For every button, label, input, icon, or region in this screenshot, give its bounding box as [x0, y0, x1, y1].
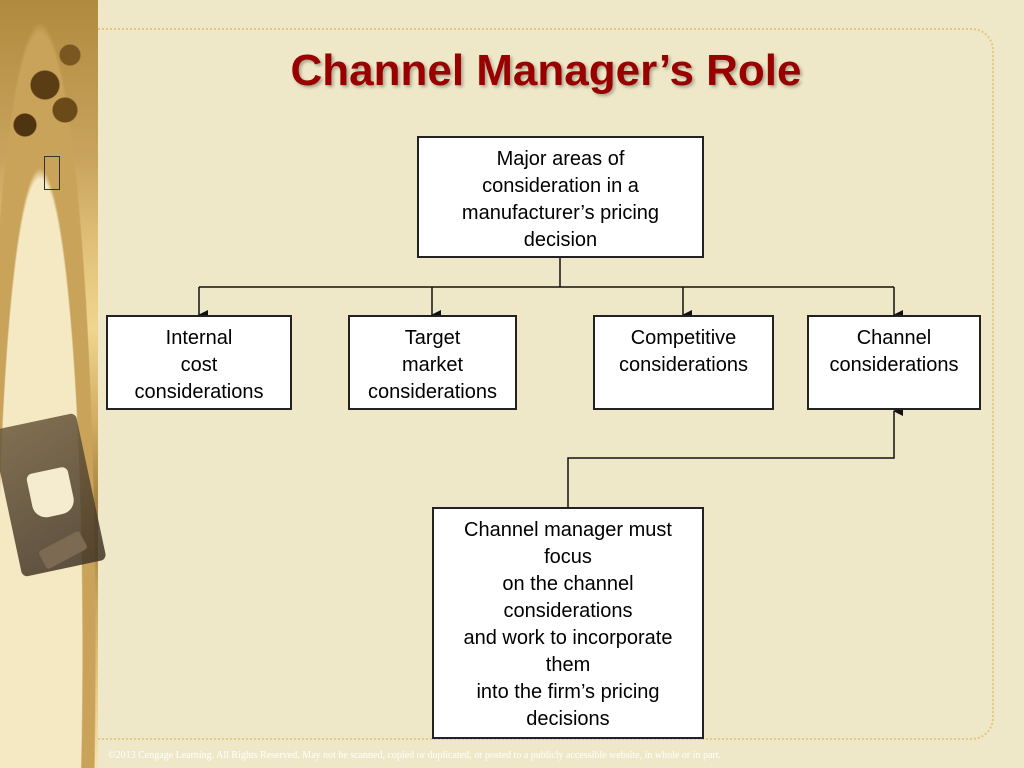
node-target-market-label: Target market considerations — [368, 327, 497, 403]
top-node-label: Major areas of consideration in a manufa… — [461, 148, 660, 251]
slide-title: Channel Manager’s Role — [290, 46, 802, 95]
node-internal-cost-label: Internal cost considerations — [134, 327, 264, 403]
node-competitive: Competitive considerations — [593, 315, 774, 410]
copyright-footer: ©2013 Cengage Learning. All Rights Reser… — [108, 750, 721, 761]
bottom-node-channel-manager: Channel manager must focus on the channe… — [432, 507, 704, 739]
node-target-market: Target market considerations — [348, 315, 517, 410]
bottom-node-label: Channel manager must focus on the channe… — [463, 519, 673, 730]
node-channel: Channel considerations — [807, 315, 981, 410]
node-internal-cost: Internal cost considerations — [106, 315, 292, 410]
missing-glyph-icon — [44, 156, 60, 190]
arrow-bottom-to-channel — [567, 406, 903, 507]
top-node-pricing-areas: Major areas of consideration in a manufa… — [417, 136, 704, 258]
node-competitive-label: Competitive considerations — [619, 327, 748, 376]
decorative-sidebar-image — [0, 0, 107, 768]
content-frame — [98, 28, 994, 740]
node-channel-label: Channel considerations — [829, 327, 959, 376]
